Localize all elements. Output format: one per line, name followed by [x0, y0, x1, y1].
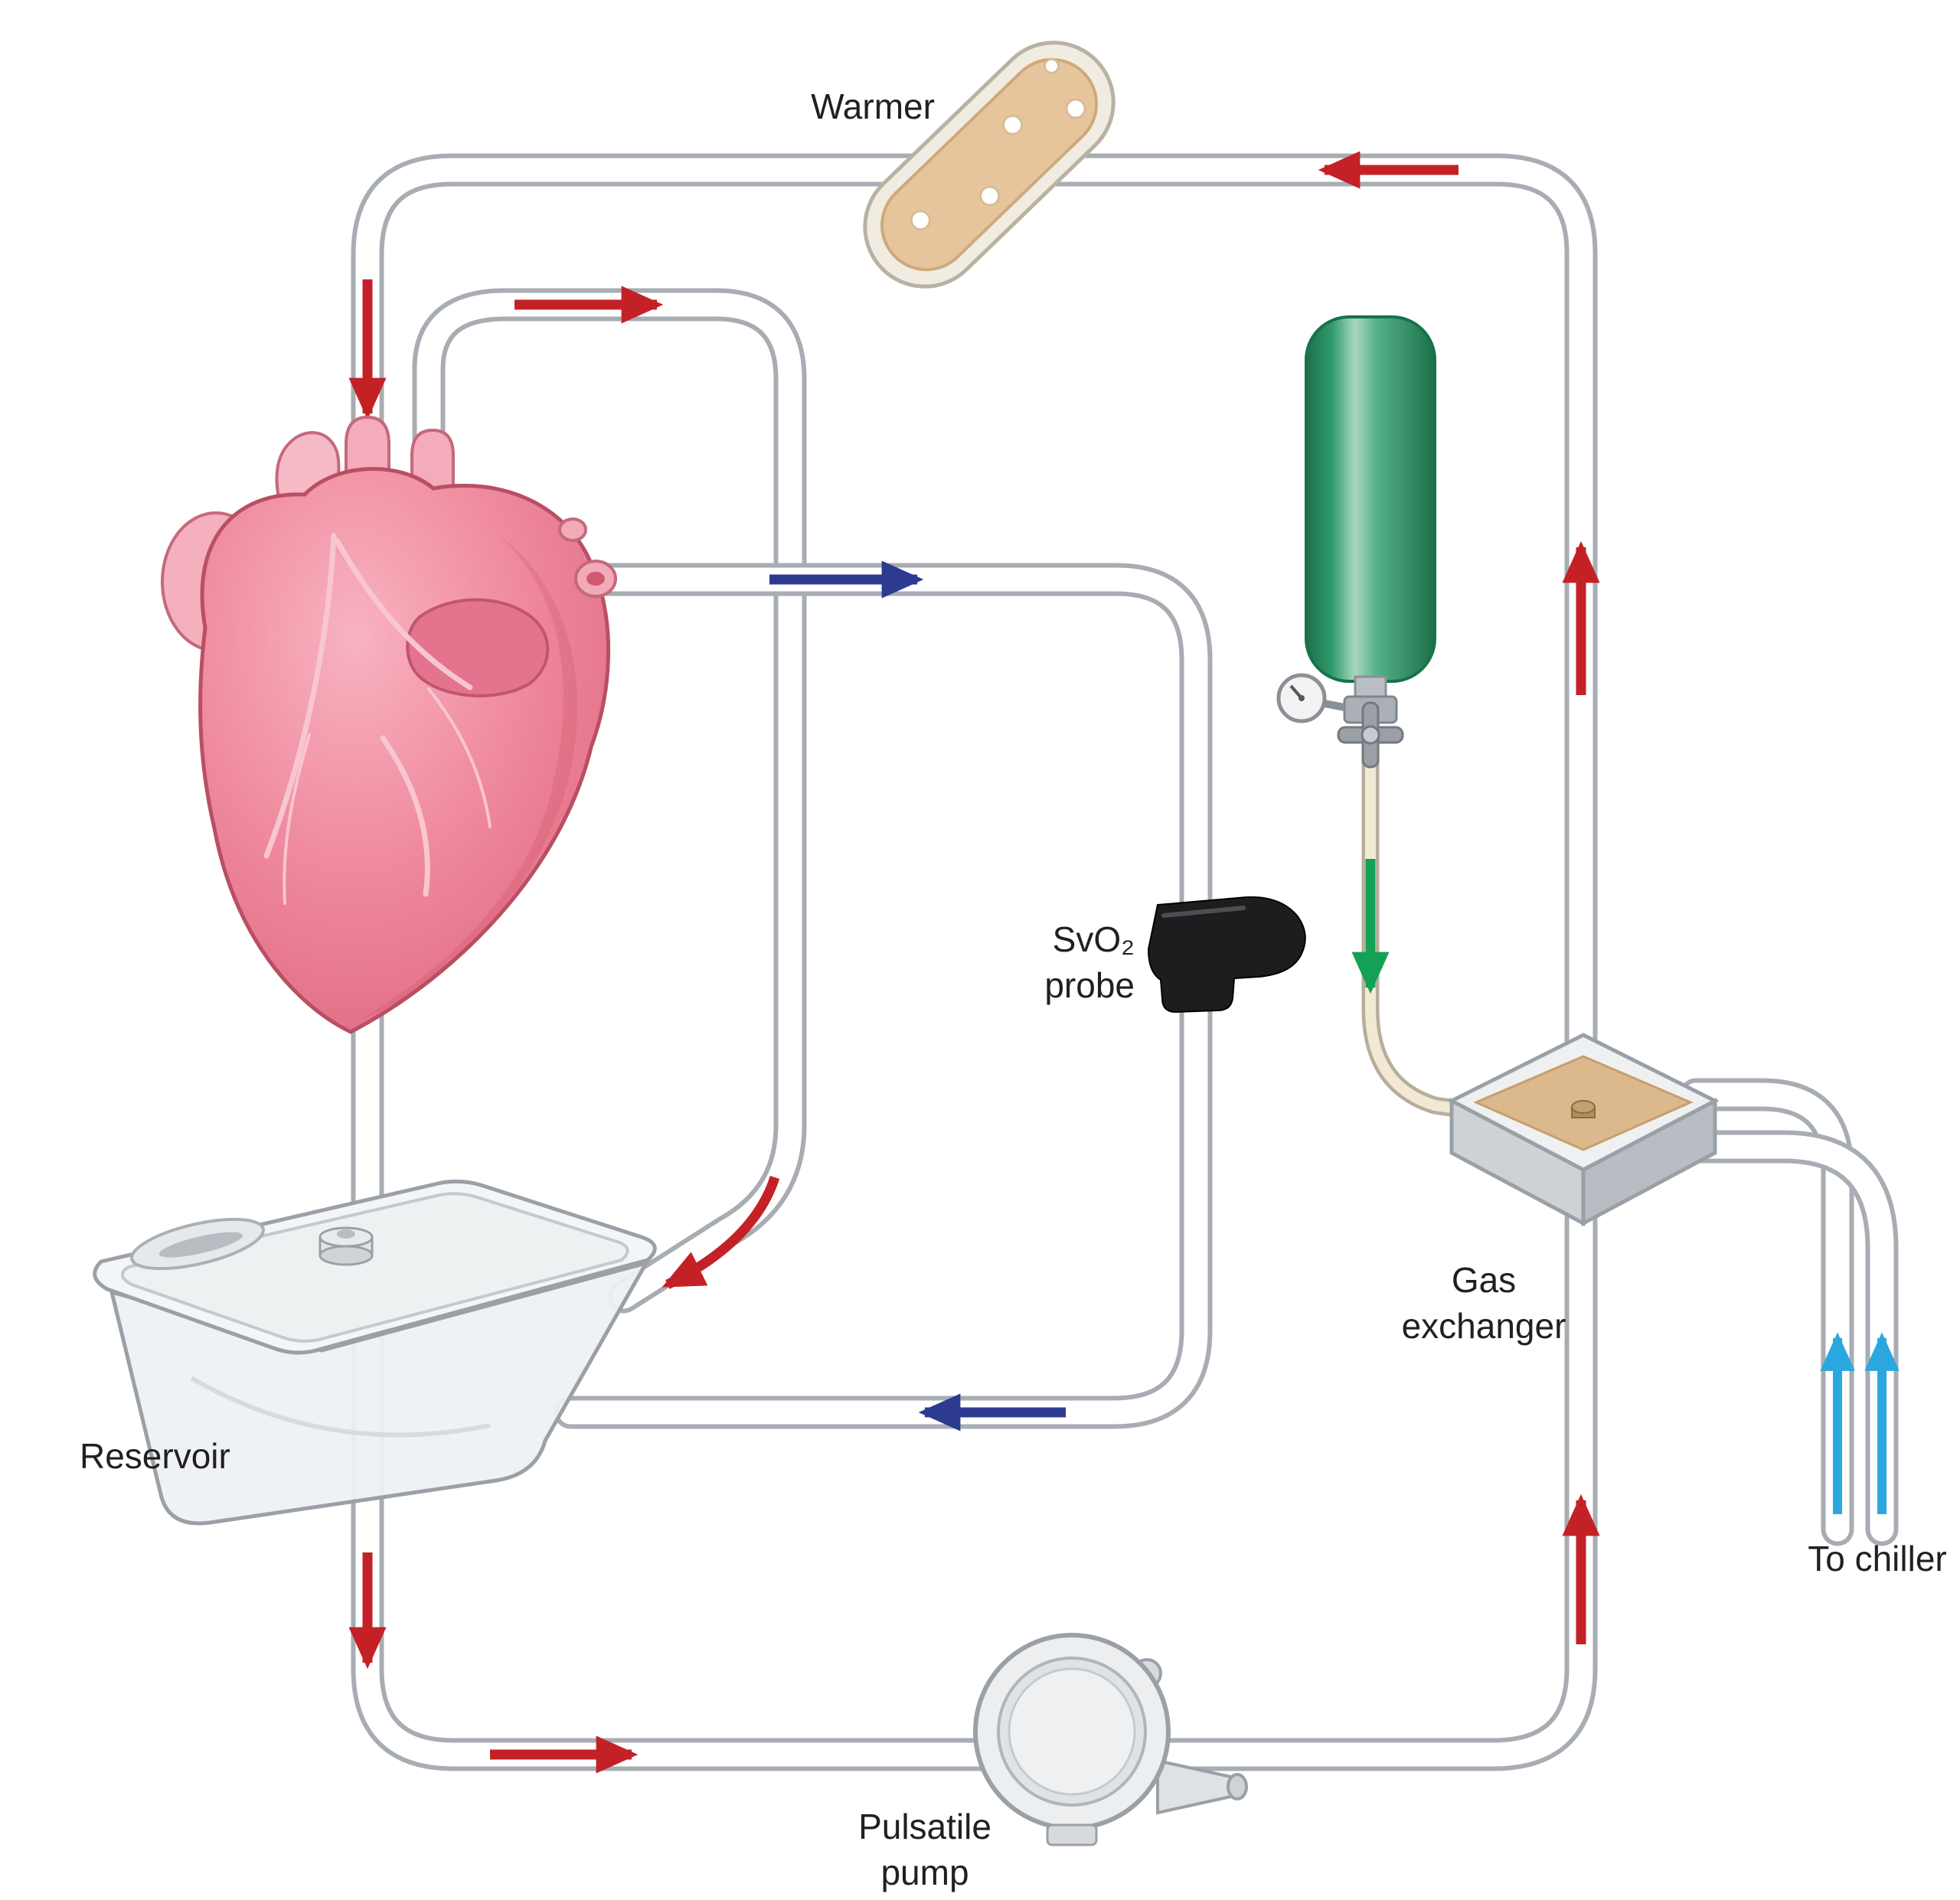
cut-vessel-openings: [558, 517, 617, 598]
lid-spout: [318, 1226, 374, 1266]
diagram-labels: Warmer SvO₂ probe Gas exchanger Reservoi…: [80, 87, 1947, 1892]
heart-illustration: [161, 415, 617, 1034]
pump-membrane: [1008, 1667, 1136, 1796]
pump-outlet-cap: [1227, 1773, 1248, 1800]
svo2-probe-label-line2: probe: [1044, 965, 1135, 1005]
gas-cylinder: [1276, 315, 1436, 769]
coronary-vessels: [263, 533, 492, 905]
warmer-pad: [880, 57, 1099, 272]
lid-handle-slot: [130, 1217, 265, 1271]
left-atrial-appendage: [406, 598, 550, 697]
tube-gas-supply-line: [1370, 752, 1478, 1112]
svo2-probe-label-line1: SvO₂: [1053, 919, 1135, 959]
pressure-gauge: [1276, 673, 1327, 723]
tube-chiller-line-lower: [1696, 1147, 1882, 1529]
exchanger-port: [1571, 1100, 1596, 1118]
tubing-circuit: [368, 170, 1882, 1755]
reservoir-body-shading: [190, 1376, 491, 1438]
reservoir-body: [109, 1260, 651, 1526]
gas-exchanger-label-line2: exchanger: [1402, 1306, 1566, 1346]
valve-handwheel: [1337, 701, 1404, 769]
gas-exchanger-device: [1447, 1033, 1720, 1227]
pulsatile-pump-device: [973, 1633, 1248, 1846]
arterial-arrow-into-reservoir: [662, 1175, 780, 1289]
heart-body: [198, 467, 611, 1034]
flow-arrows: [348, 151, 1900, 1774]
gas-cylinder-body: [1305, 315, 1436, 683]
probe-body: [1147, 896, 1306, 1014]
svo2-probe-device: [1147, 896, 1306, 1014]
pulsatile-pump-label-line2: pump: [880, 1853, 969, 1892]
gas-exchanger-label-line1: Gas: [1452, 1260, 1516, 1300]
reservoir-container: [93, 1179, 657, 1526]
pulsatile-pump-label-line1: Pulsatile: [858, 1807, 991, 1846]
cylinder-neck: [1354, 675, 1387, 700]
reservoir-lid-ridge: [121, 1192, 629, 1343]
reservoir-label: Reservoir: [80, 1436, 230, 1476]
warmer-device: [863, 41, 1116, 289]
pump-base-tab: [1046, 1823, 1098, 1846]
warmer-dots: [910, 57, 1086, 231]
probe-highlight: [1161, 906, 1246, 918]
to-chiller-label: To chiller: [1808, 1539, 1947, 1578]
warmer-label: Warmer: [811, 87, 935, 126]
